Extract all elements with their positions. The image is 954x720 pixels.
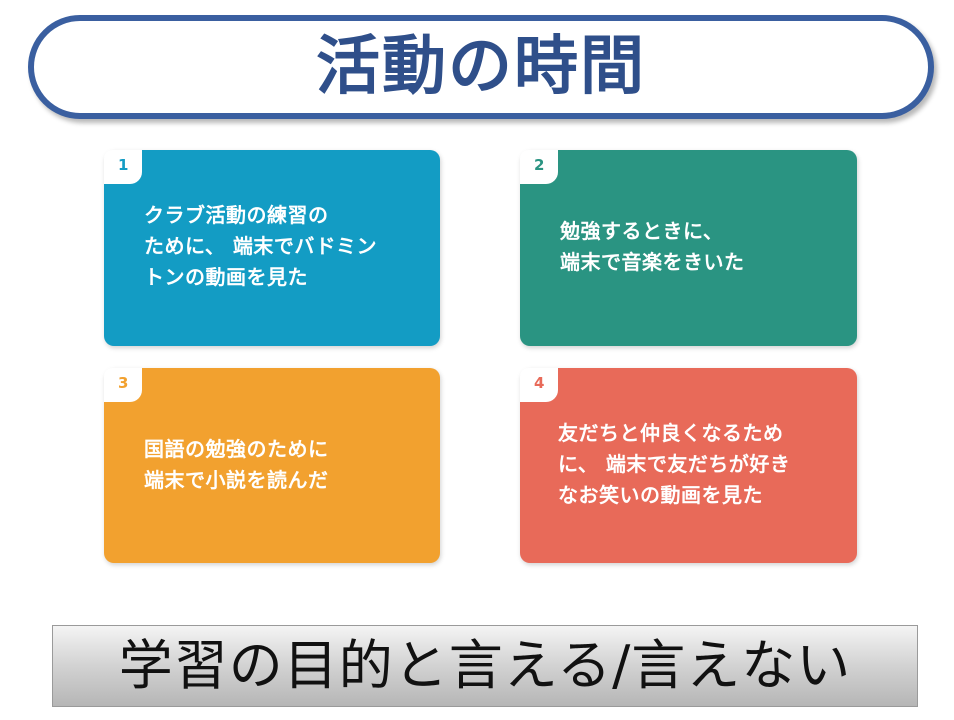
card-number-badge: 3 [104,368,142,402]
activity-card-2: 2 勉強するときに、 端末で音楽をきいた [520,150,857,346]
card-number: 1 [118,156,129,174]
card-number: 2 [534,156,545,174]
activity-card-4: 4 友だちと仲良くなるため に、 端末で友だちが好き なお笑いの動画を見た [520,368,857,563]
card-number: 4 [534,374,545,392]
title-banner: 活動の時間 [28,15,934,119]
card-number-badge: 4 [520,368,558,402]
card-text: 友だちと仲良くなるため に、 端末で友だちが好き なお笑いの動画を見た [558,421,791,507]
card-text: 国語の勉強のために 端末で小説を読んだ [144,437,329,492]
card-number: 3 [118,374,129,392]
card-number-badge: 1 [104,150,142,184]
activity-card-3: 3 国語の勉強のために 端末で小説を読んだ [104,368,440,563]
page-title: 活動の時間 [316,30,646,104]
card-text: クラブ活動の練習の ために、 端末でバドミン トンの動画を見た [144,203,377,289]
footer-caption: 学習の目的と言える/言えない [118,634,852,697]
footer-bar: 学習の目的と言える/言えない [52,625,918,707]
activity-card-1: 1 クラブ活動の練習の ために、 端末でバドミン トンの動画を見た [104,150,440,346]
card-number-badge: 2 [520,150,558,184]
card-text: 勉強するときに、 端末で音楽をきいた [560,219,745,274]
